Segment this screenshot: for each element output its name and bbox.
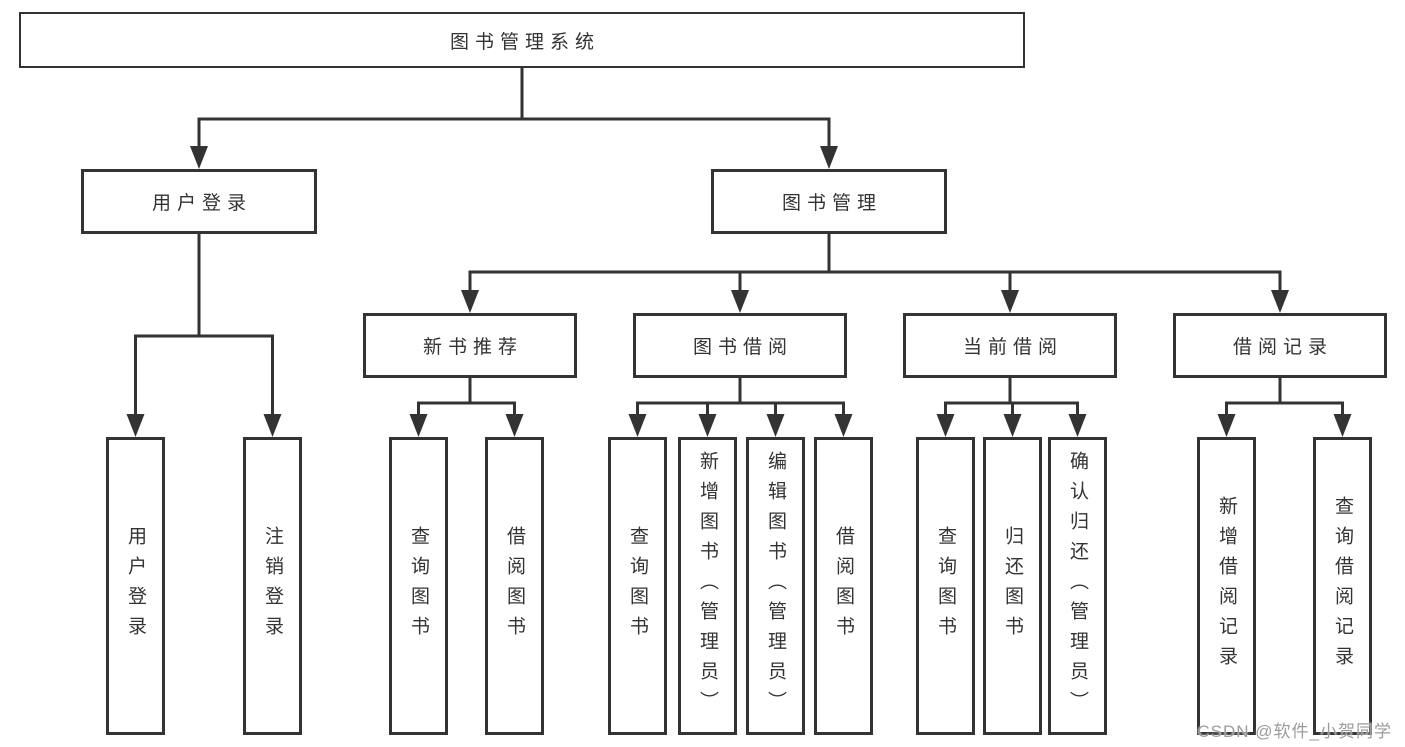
- leaf-label: 确认归还（管理员）: [1067, 451, 1088, 721]
- leaf-confirm-return-admin: 确认归还（管理员）: [1048, 437, 1107, 735]
- node-new-book-recommendation: 新书推荐: [363, 313, 577, 378]
- leaf-label: 查询图书: [408, 526, 429, 646]
- leaf-label: 新增图书（管理员）: [697, 451, 718, 721]
- node-borrowing-records: 借阅记录: [1173, 313, 1387, 378]
- leaf-edit-books-admin: 编辑图书（管理员）: [746, 437, 805, 735]
- leaf-label: 查询图书: [935, 526, 956, 646]
- leaf-label: 归还图书: [1002, 526, 1023, 646]
- node-book-management: 图书管理: [711, 169, 947, 234]
- leaf-label: 借阅图书: [504, 526, 525, 646]
- node-library-management-system: 图书管理系统: [19, 12, 1025, 68]
- node-current-borrowing: 当前借阅: [903, 313, 1117, 378]
- leaf-label: 借阅图书: [833, 526, 854, 646]
- leaf-add-borrow-record: 新增借阅记录: [1197, 437, 1256, 735]
- leaf-label: 查询借阅记录: [1332, 496, 1353, 676]
- leaf-query-borrow-record: 查询借阅记录: [1313, 437, 1372, 735]
- leaf-user-login: 用户登录: [106, 437, 165, 735]
- leaf-label: 用户登录: [125, 526, 146, 646]
- leaf-query-books: 查询图书: [389, 437, 448, 735]
- leaf-query-books: 查询图书: [608, 437, 667, 735]
- leaf-label: 注销登录: [262, 526, 283, 646]
- leaf-label: 编辑图书（管理员）: [765, 451, 786, 721]
- node-book-borrowing: 图书借阅: [633, 313, 847, 378]
- leaf-query-books: 查询图书: [916, 437, 975, 735]
- leaf-label: 查询图书: [627, 526, 648, 646]
- node-user-login: 用户登录: [81, 169, 317, 234]
- leaf-add-books-admin: 新增图书（管理员）: [678, 437, 737, 735]
- leaf-logout: 注销登录: [243, 437, 302, 735]
- watermark: CSDN @软件_小贺同学: [1197, 722, 1392, 741]
- leaf-borrow-books: 借阅图书: [814, 437, 873, 735]
- leaf-borrow-books: 借阅图书: [485, 437, 544, 735]
- leaf-label: 新增借阅记录: [1216, 496, 1237, 676]
- leaf-return-books: 归还图书: [983, 437, 1042, 735]
